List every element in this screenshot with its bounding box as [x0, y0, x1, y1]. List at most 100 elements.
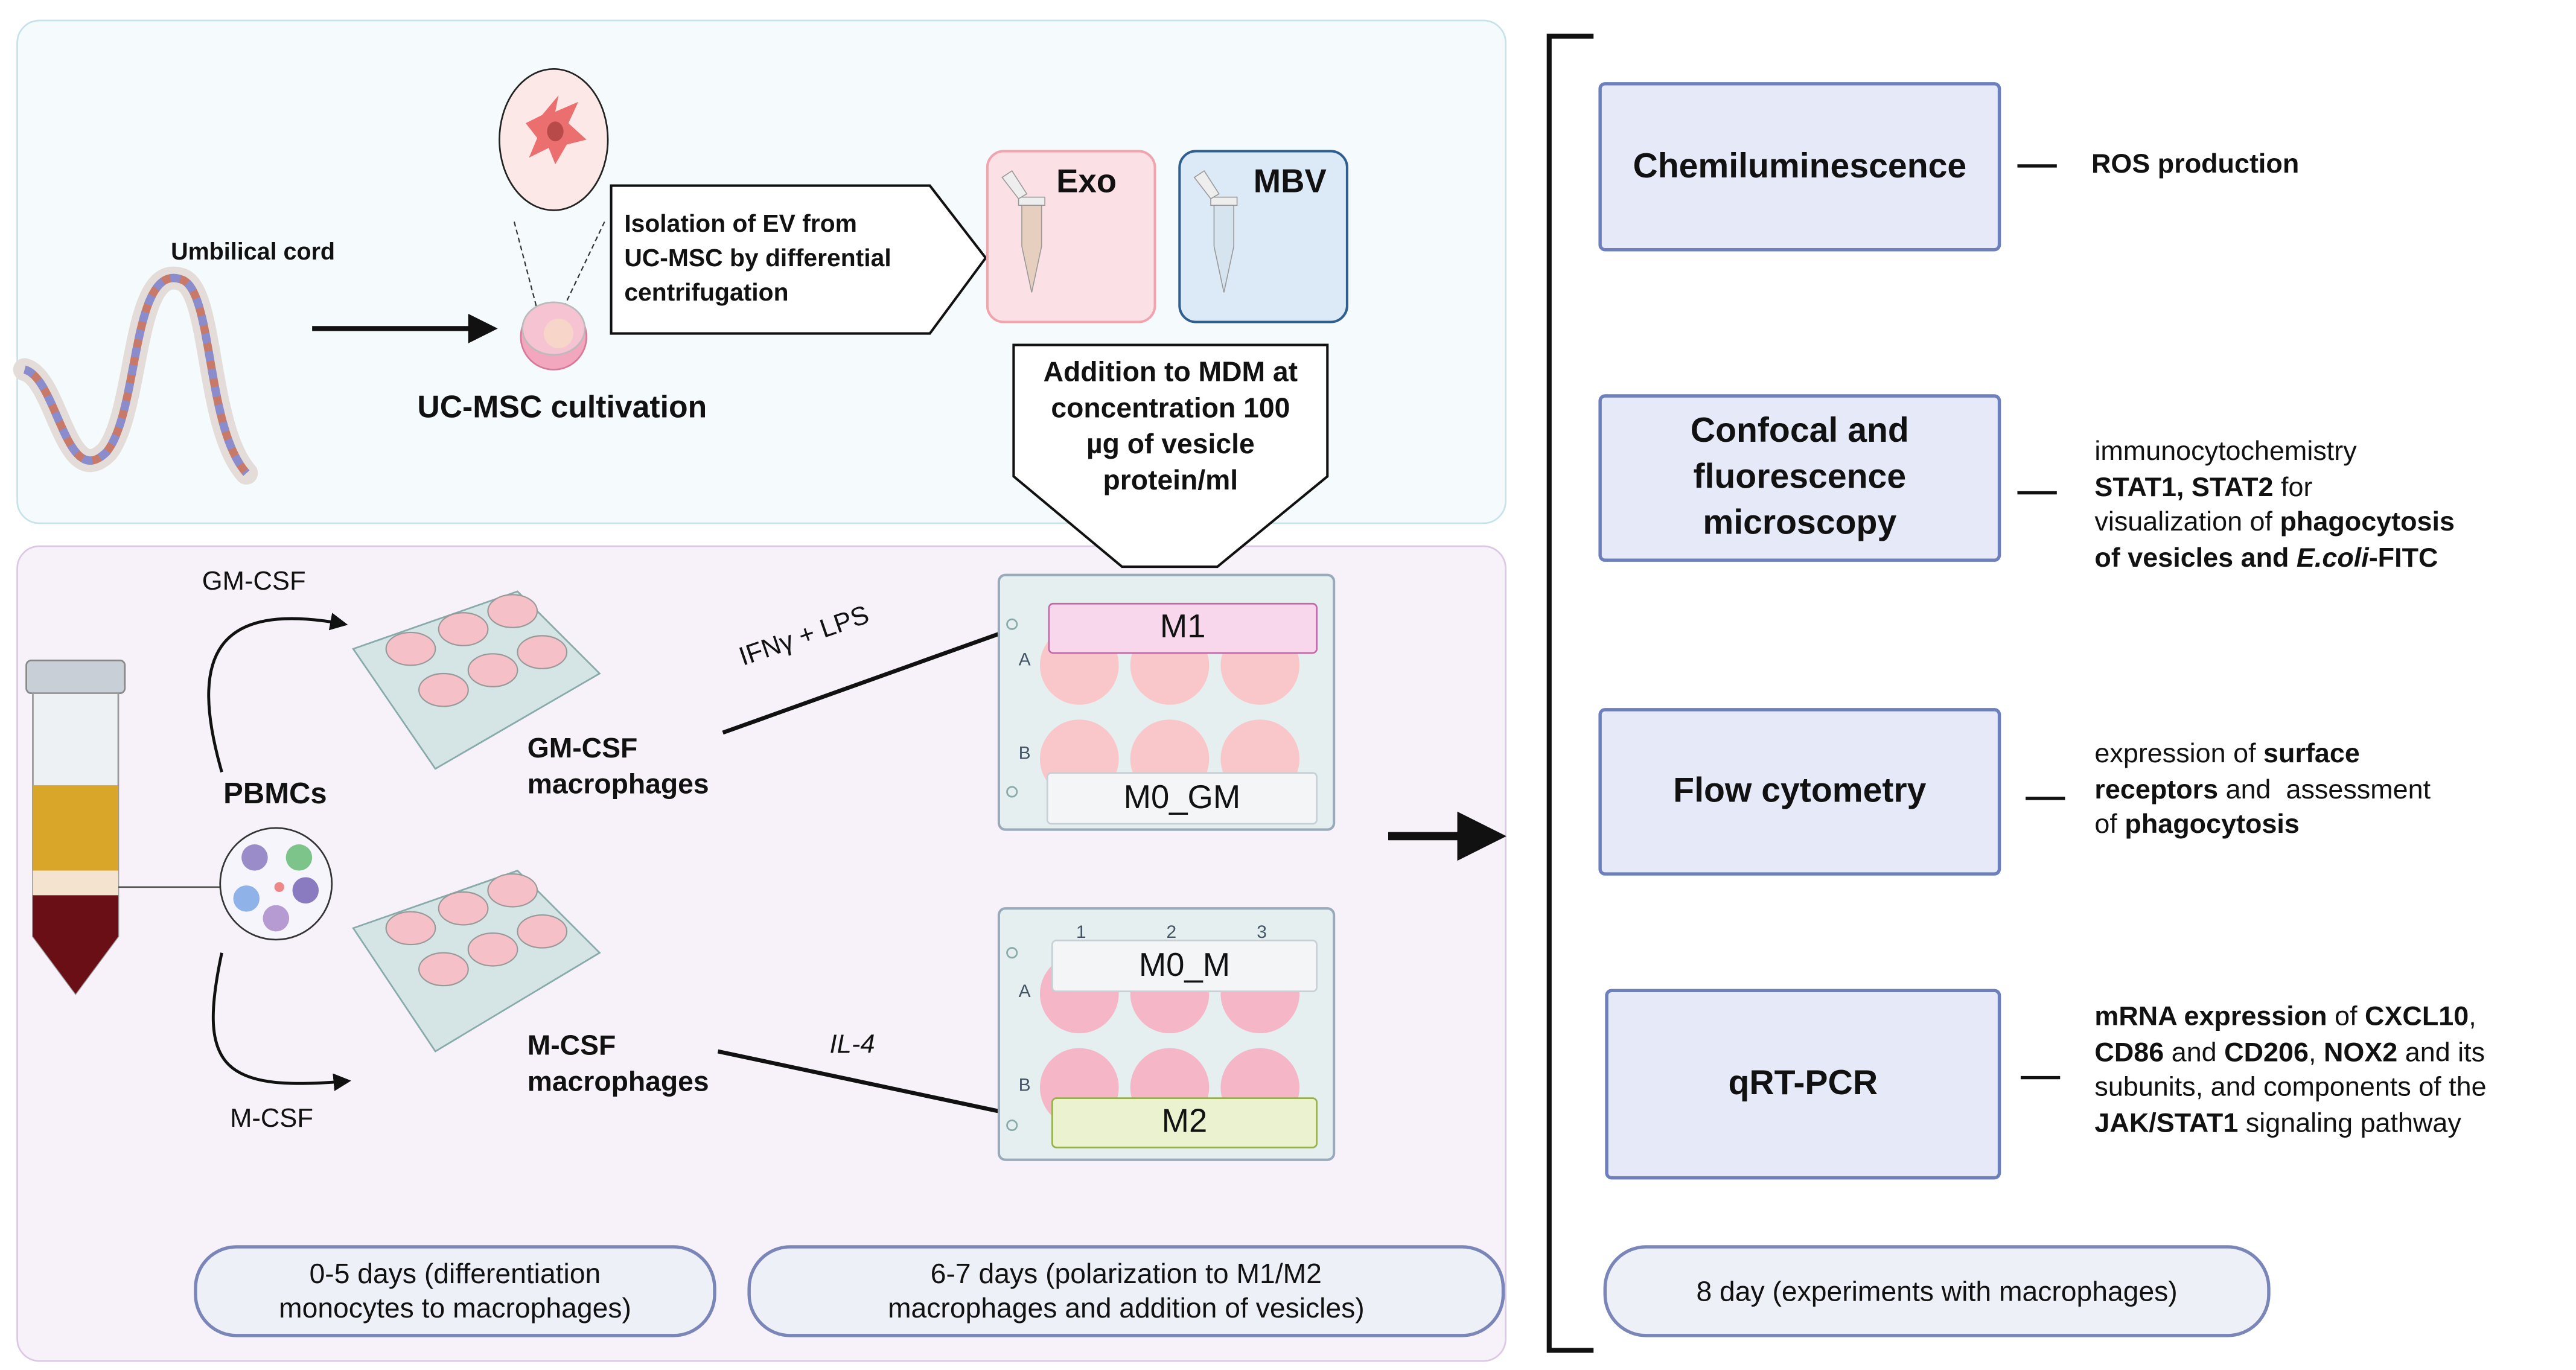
arrow-m-csf: [211, 952, 351, 1091]
bracket: [1546, 33, 1594, 1353]
m2-label: M2: [1051, 1097, 1318, 1149]
desc-segment: of vesicles and: [2094, 543, 2297, 573]
desc-line: ROS production: [2091, 148, 2299, 183]
addition-text: Addition to MDM at concentration 100 µg …: [1013, 355, 1327, 500]
desc-line: subunits, and components of the: [2094, 1071, 2486, 1107]
desc-line: visualization of phagocytosis: [2094, 506, 2455, 541]
desc-segment: CD86: [2094, 1037, 2164, 1067]
m-macrophages-label: M-CSF macrophages: [528, 1028, 709, 1101]
method-microscopy: Confocal and fluorescence microscopy: [1598, 394, 2001, 562]
method-label: microscopy: [1703, 504, 1897, 543]
desc-segment: and assessment: [2218, 774, 2431, 804]
desc-segment: receptors: [2094, 774, 2219, 804]
desc-segment: and its: [2397, 1037, 2485, 1067]
method-chemiluminescence: Chemiluminescence: [1598, 82, 2001, 252]
m-culture-plate-icon: [352, 870, 601, 1053]
pill-line: monocytes to macrophages): [279, 1293, 631, 1324]
desc-segment: of: [2094, 809, 2125, 840]
desc-segment: ROS production: [2091, 149, 2300, 179]
desc-segment: of: [2327, 1002, 2365, 1032]
mbv-label: MBV: [1253, 164, 1327, 201]
method-label: qRT-PCR: [1728, 1064, 1878, 1103]
umbilical-cord-label: Umbilical cord: [171, 240, 336, 266]
umbilical-cord-icon: [13, 266, 258, 485]
method-label: fluorescence: [1693, 458, 1907, 497]
addition-line: Addition to MDM at: [1043, 356, 1298, 388]
method-label: Chemiluminescence: [1633, 147, 1967, 185]
desc-line: STAT1, STAT2 for: [2094, 471, 2455, 506]
label-line: macrophages: [527, 1066, 709, 1098]
desc-segment: immunocytochemistry: [2094, 437, 2357, 467]
plate2-col-2: 2: [1166, 923, 1177, 943]
desc-line: receptors and assessment: [2094, 773, 2431, 809]
desc-segment: mRNA expression: [2094, 1002, 2327, 1032]
pill-line: 0-5 days (differentiation: [309, 1258, 601, 1290]
desc-line: mRNA expression of CXCL10,: [2094, 1001, 2486, 1036]
method-label: Confocal and: [1690, 412, 1909, 450]
desc-segment: signaling pathway: [2238, 1107, 2461, 1138]
desc-qrt-pcr: mRNA expression of CXCL10,CD86 and CD206…: [2094, 1001, 2486, 1142]
desc-segment: subunits, and components of the: [2094, 1072, 2487, 1103]
stage-3-pill: 8 day (experiments with macrophages): [1603, 1245, 2271, 1337]
desc-chemiluminescence: ROS production: [2091, 148, 2299, 183]
label-line: GM-CSF: [527, 732, 638, 764]
desc-segment: surface: [2263, 739, 2360, 769]
addition-line: protein/ml: [1103, 465, 1239, 497]
addition-callout: [1012, 343, 1329, 569]
addition-line: µg of vesicle: [1086, 429, 1255, 460]
gm-csf-label: GM-CSF: [202, 568, 306, 597]
plate2-col-3: 3: [1257, 923, 1267, 943]
m1-label: M1: [1048, 602, 1318, 654]
desc-segment: for: [2273, 472, 2313, 502]
desc-segment: ,: [2469, 1002, 2476, 1032]
pill-line: macrophages and addition of vesicles): [888, 1293, 1365, 1324]
desc-segment: JAK/STAT1: [2094, 1107, 2239, 1138]
uc-msc-cultivation-label: UC-MSC cultivation: [417, 390, 707, 425]
gm-macrophages-label: GM-CSF macrophages: [528, 731, 709, 803]
addition-line: concentration 100: [1051, 392, 1290, 424]
m0-m-label: M0_M: [1051, 939, 1318, 993]
pbmc-cells-icon: [219, 827, 333, 941]
arrow-gm-csf: [207, 613, 348, 773]
desc-line: CD86 and CD206, NOX2 and its: [2094, 1036, 2486, 1071]
method-flow-cytometry: Flow cytometry: [1598, 708, 2001, 876]
petri-dish-icon: [520, 301, 588, 371]
desc-line: expression of surface: [2094, 738, 2431, 773]
desc-segment: phagocytosis: [2125, 809, 2300, 840]
desc-segment: STAT1, STAT2: [2094, 472, 2274, 502]
desc-line: of phagocytosis: [2094, 808, 2431, 844]
exo-tube-icon: [1001, 170, 1045, 293]
isolation-line: centrifugation: [624, 279, 789, 307]
desc-segment: expression of: [2094, 739, 2264, 769]
isolation-text: Isolation of EV from UC-MSC by different…: [624, 207, 891, 310]
il4-label: IL-4: [829, 1031, 875, 1060]
desc-segment: phagocytosis: [2280, 508, 2455, 538]
desc-segment: E.coli: [2296, 543, 2369, 573]
desc-segment: ,: [2308, 1037, 2324, 1067]
desc-segment: visualization of: [2094, 508, 2280, 538]
m-csf-label: M-CSF: [230, 1105, 313, 1134]
msc-cell-icon: [499, 68, 609, 329]
arrow-il4: [717, 1049, 1046, 1129]
pbmcs-label: PBMCs: [223, 777, 327, 810]
desc-segment: CD206: [2224, 1037, 2309, 1067]
isolation-line: UC-MSC by differential: [624, 244, 891, 273]
plate1-row-a: A: [1018, 650, 1031, 671]
mbv-tube-icon: [1193, 170, 1238, 293]
m0-gm-label: M0_GM: [1046, 772, 1318, 825]
method-qrt-pcr: qRT-PCR: [1605, 989, 2001, 1180]
blood-tube-icon: [25, 659, 126, 996]
plate2-row-a: A: [1018, 982, 1031, 1002]
plate1-row-b: B: [1018, 744, 1031, 764]
arrow-ifn-lps: [722, 616, 1039, 735]
method-dashes: [2017, 164, 2065, 1080]
plate2-row-b: B: [1018, 1075, 1031, 1096]
method-label: Flow cytometry: [1673, 772, 1927, 810]
gm-culture-plate-icon: [352, 590, 601, 770]
pill-line: 6-7 days (polarization to M1/M2: [930, 1258, 1322, 1290]
